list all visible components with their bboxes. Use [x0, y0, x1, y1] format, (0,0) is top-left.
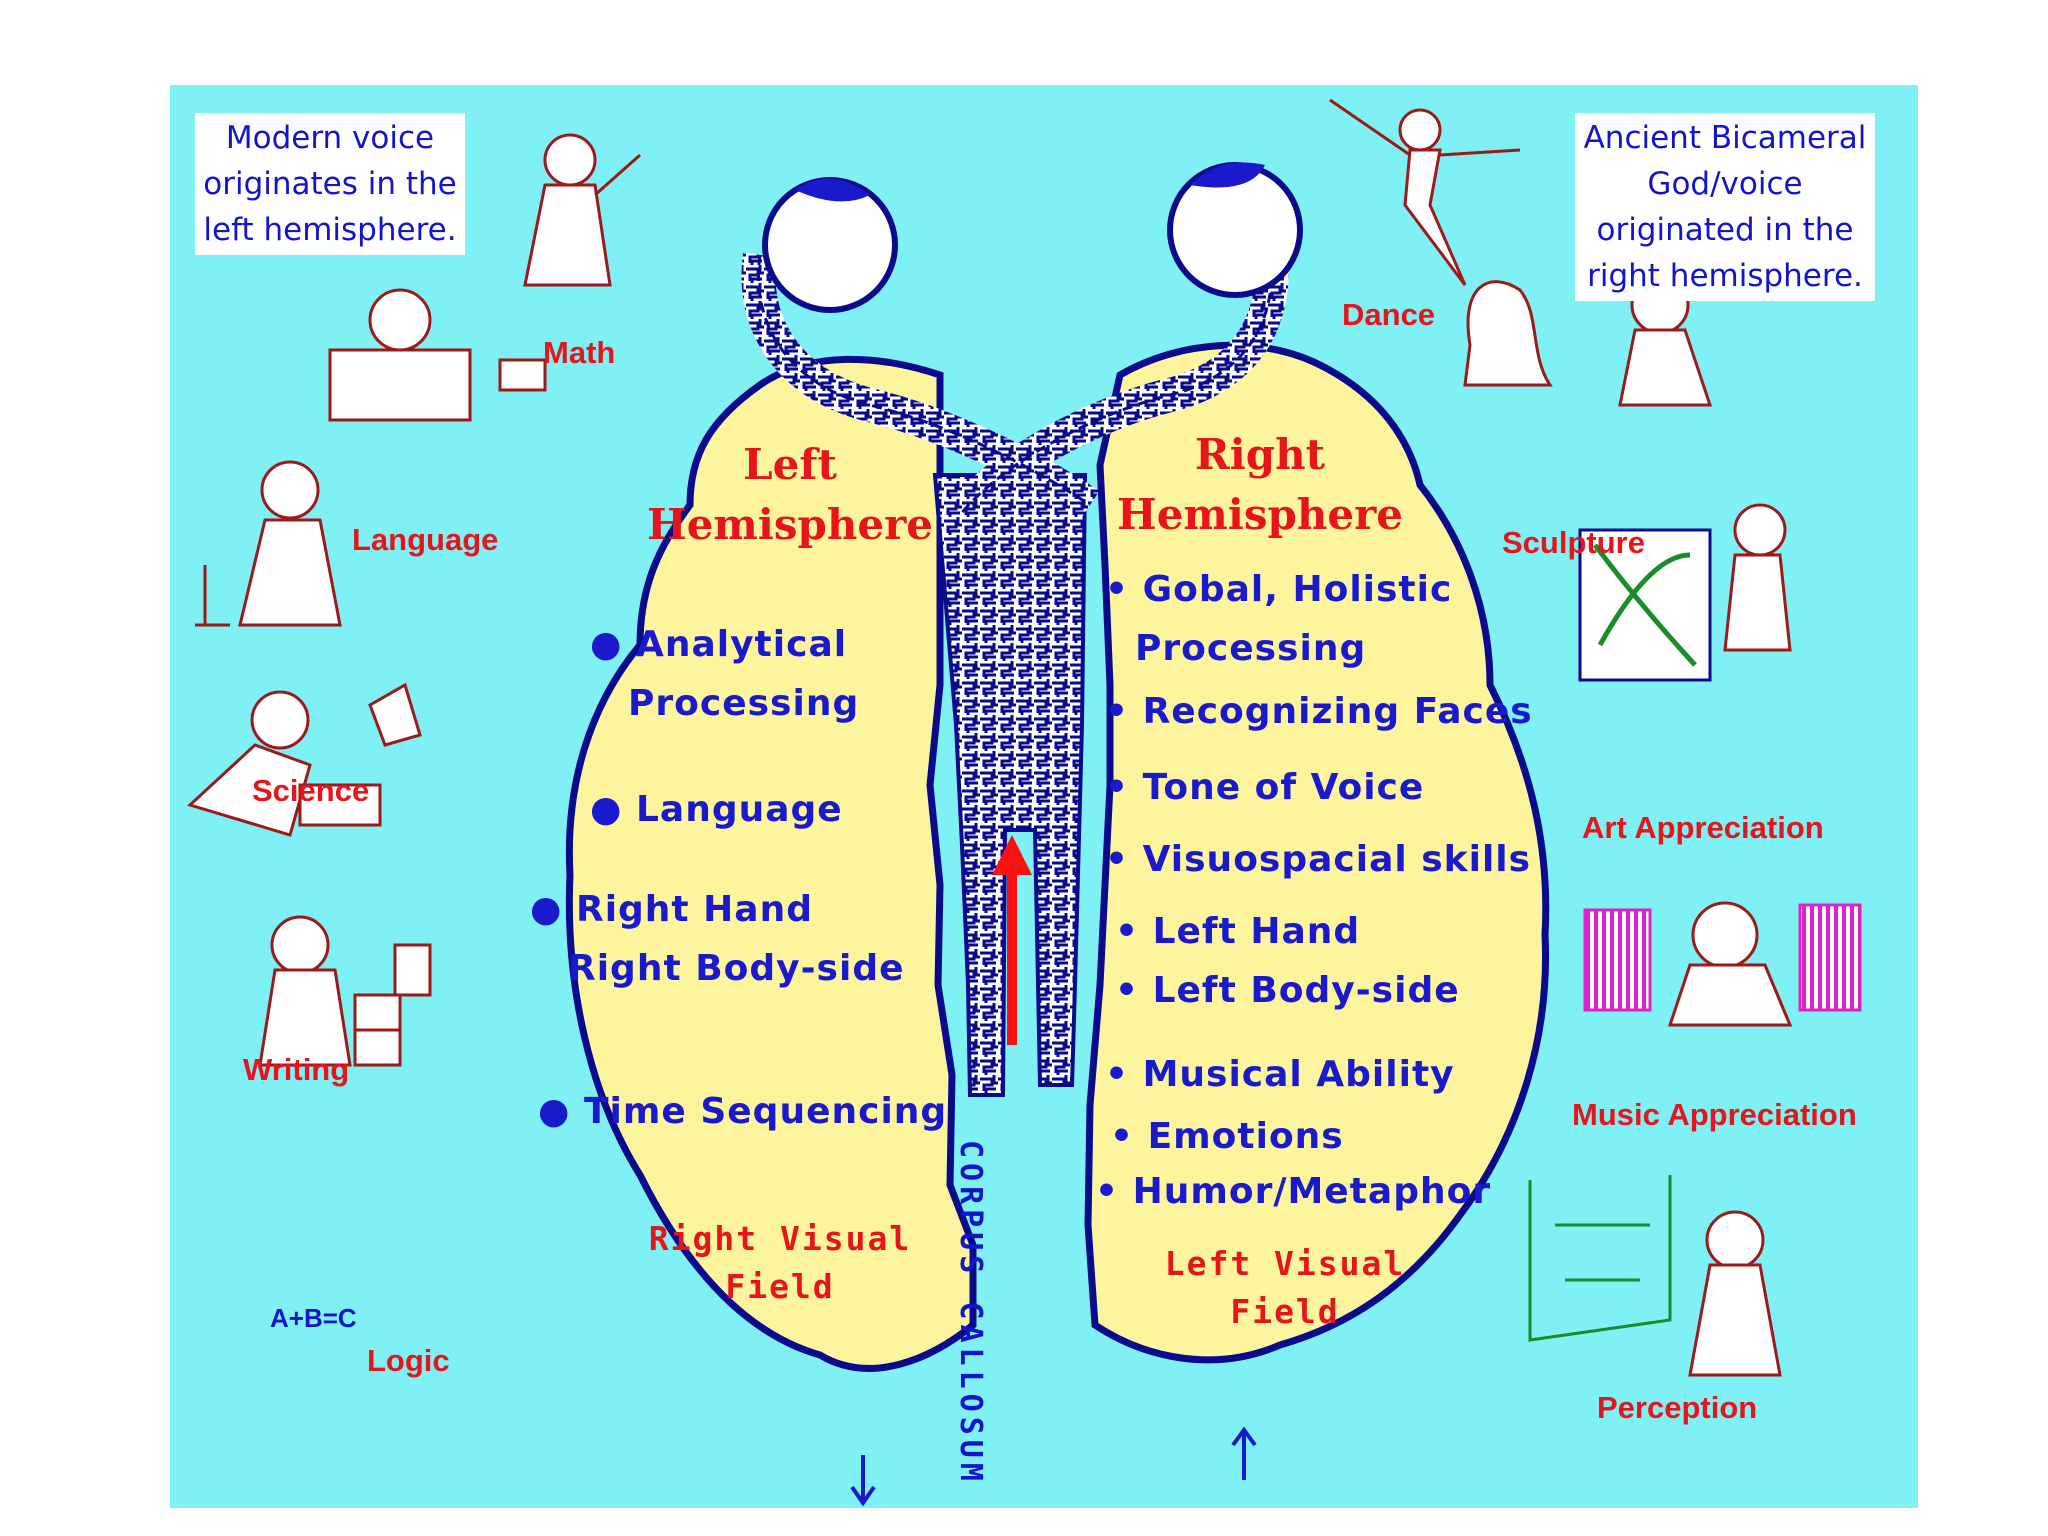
writing-label: Writing	[243, 1052, 349, 1088]
left-hemisphere-title: Left Hemisphere	[640, 435, 940, 555]
left-title-line2: Hemisphere	[640, 495, 940, 555]
bullet-icon: •	[1095, 1162, 1119, 1221]
left-item-text: Right Hand	[576, 889, 813, 930]
down-arrow-icon	[852, 1455, 874, 1503]
science-label: Science	[252, 773, 369, 809]
bullet-icon: •	[1105, 1045, 1129, 1104]
field-line: Left Visual	[1125, 1240, 1445, 1288]
left-item-text: Right Body-side	[530, 939, 905, 998]
bullet-icon: •	[1105, 682, 1129, 741]
right-item-text: Musical Ability	[1143, 1054, 1455, 1095]
right-visual-field-label: Right Visual Field	[620, 1215, 940, 1311]
diagram-frame: Modern voice originates in the left hemi…	[170, 85, 1918, 1508]
logic-formula-label: A+B=C	[270, 1303, 357, 1334]
bullet-icon: •	[1105, 560, 1129, 619]
music-figure-icon	[1585, 903, 1860, 1025]
bullet-icon: ●	[530, 880, 562, 939]
right-item-text: Tone of Voice	[1143, 767, 1425, 808]
logic-label: Logic	[367, 1343, 450, 1379]
right-item-text: Left Hand	[1153, 911, 1361, 952]
bullet-icon: •	[1110, 1107, 1134, 1166]
right-item-left-hand: • Left Hand	[1115, 902, 1360, 961]
perception-label: Perception	[1597, 1390, 1757, 1426]
art-appreciation-label: Art Appreciation	[1582, 810, 1824, 846]
writing-figure-icon	[190, 685, 420, 835]
right-voice-note: Ancient Bicameral God/voice originated i…	[1575, 113, 1875, 301]
bullet-icon: •	[1105, 758, 1129, 817]
right-item-text: Left Body-side	[1153, 970, 1460, 1011]
bullet-icon: •	[1105, 830, 1129, 889]
bullet-icon: •	[1115, 902, 1139, 961]
sculpture-label: Sculpture	[1502, 525, 1645, 561]
right-eye-icon	[1170, 163, 1300, 296]
bullet-icon: ●	[590, 780, 622, 839]
left-item-language: ● Language	[590, 780, 843, 839]
corpus-callosum-label: CORPUS CALLOSUM	[953, 1140, 988, 1508]
left-eye-icon	[765, 179, 895, 310]
right-item-emotions: • Emotions	[1110, 1107, 1344, 1166]
bullet-icon: ●	[538, 1082, 570, 1141]
left-item-analytical: ● Analytical Processing	[590, 615, 859, 733]
math-figure-icon	[525, 135, 640, 285]
bullet-icon: •	[1115, 961, 1139, 1020]
right-title-line2: Hemisphere	[1110, 485, 1410, 545]
perception-figure-icon	[1530, 1175, 1780, 1375]
field-line: Field	[620, 1263, 940, 1311]
bullet-icon: ●	[590, 615, 622, 674]
logic-figure-icon	[260, 917, 430, 1065]
left-voice-note: Modern voice originates in the left hemi…	[195, 113, 465, 255]
left-item-text: Analytical	[636, 624, 847, 665]
math-label: Math	[543, 335, 615, 371]
right-item-musical: • Musical Ability	[1105, 1045, 1455, 1104]
left-visual-field-label: Left Visual Field	[1125, 1240, 1445, 1336]
left-item-text: Time Sequencing	[584, 1091, 947, 1132]
right-item-text: Humor/Metaphor	[1133, 1171, 1492, 1212]
right-title-line1: Right	[1110, 425, 1410, 485]
science-figure-icon	[195, 462, 340, 625]
left-title-line1: Left	[640, 435, 940, 495]
right-item-humor: • Humor/Metaphor	[1095, 1162, 1491, 1221]
right-item-text: Gobal, Holistic	[1143, 569, 1453, 610]
right-item-text: Emotions	[1148, 1116, 1344, 1157]
language-reader-icon	[330, 290, 545, 420]
field-line: Right Visual	[620, 1215, 940, 1263]
left-item-time-sequencing: ● Time Sequencing	[538, 1082, 947, 1141]
right-item-tone: • Tone of Voice	[1105, 758, 1424, 817]
music-appreciation-label: Music Appreciation	[1572, 1097, 1857, 1133]
right-hemisphere-title: Right Hemisphere	[1110, 425, 1410, 545]
left-item-text: Processing	[590, 674, 859, 733]
dance-label: Dance	[1342, 297, 1435, 333]
right-item-text: Processing	[1105, 619, 1452, 678]
right-item-left-body: • Left Body-side	[1115, 961, 1460, 1020]
right-item-global: • Gobal, Holistic Processing	[1105, 560, 1452, 678]
left-item-text: Language	[636, 789, 843, 830]
language-label: Language	[352, 522, 498, 558]
field-line: Field	[1125, 1288, 1445, 1336]
dance-figure-icon	[1330, 100, 1520, 285]
right-item-visuospacial: • Visuospacial skills	[1105, 830, 1531, 889]
right-item-faces: • Recognizing Faces	[1105, 682, 1533, 741]
right-item-text: Visuospacial skills	[1143, 839, 1532, 880]
left-item-right-hand: ● Right Hand Right Body-side	[530, 880, 905, 998]
up-arrow-icon	[1233, 1430, 1255, 1480]
right-item-text: Recognizing Faces	[1143, 691, 1533, 732]
